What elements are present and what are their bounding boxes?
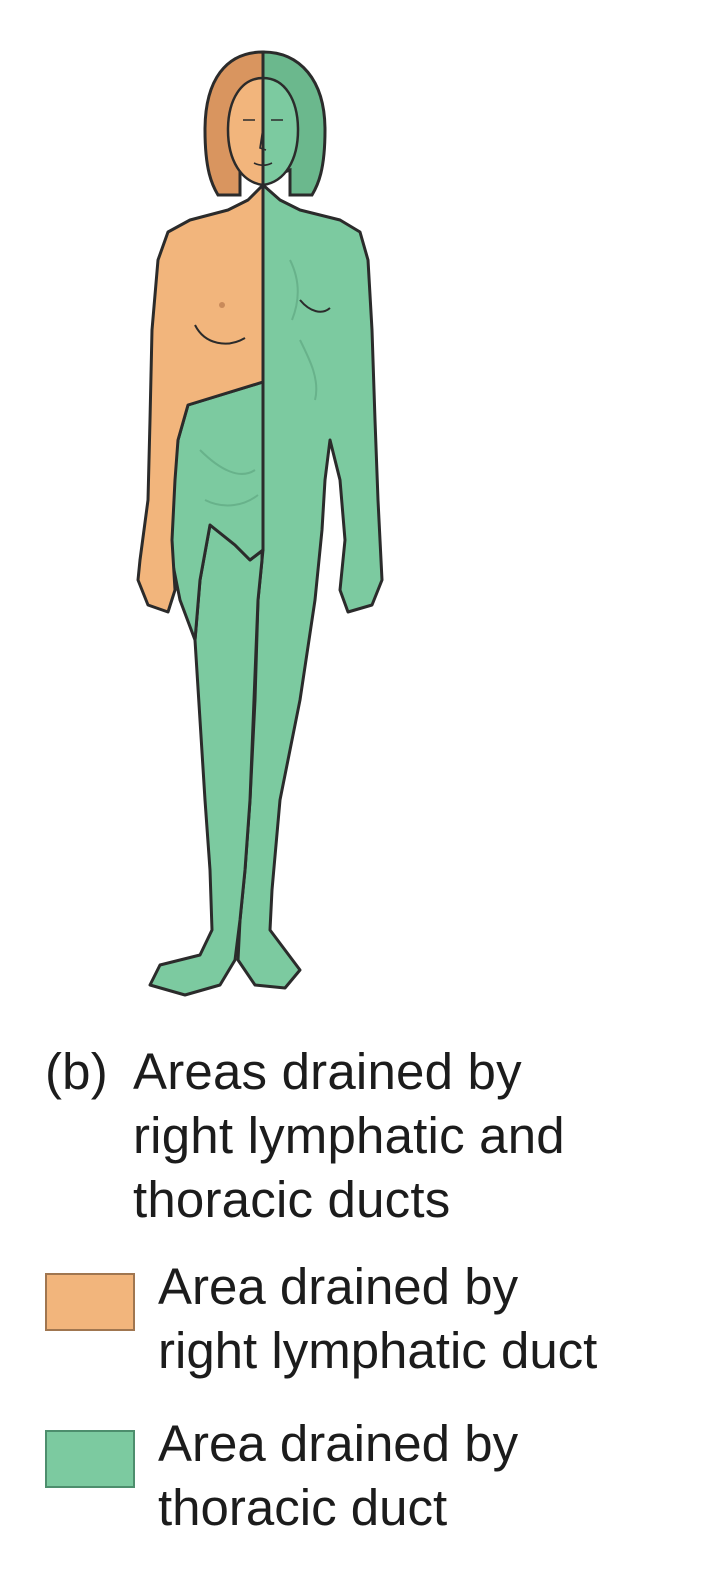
caption-line: Areas drained by (133, 1043, 522, 1100)
legend-label-right-lymphatic: Area drained by right lymphatic duct (158, 1255, 718, 1383)
figure-caption: Areas drained by right lymphatic and tho… (133, 1040, 713, 1232)
body-drainage-illustration (136, 50, 384, 997)
legend-swatch-thoracic (45, 1430, 135, 1488)
legend-line: Area drained by (158, 1415, 519, 1472)
thoracic-drainage-region (148, 50, 384, 997)
caption-line: right lymphatic and (133, 1107, 565, 1164)
right-lymphatic-drainage-region (136, 50, 265, 614)
legend-line: Area drained by (158, 1258, 519, 1315)
figure-label: (b) (45, 1043, 108, 1100)
legend-swatch-right-lymphatic (45, 1273, 135, 1331)
legend-label-thoracic: Area drained by thoracic duct (158, 1412, 718, 1540)
face-features (243, 119, 283, 167)
legend-line: thoracic duct (158, 1479, 448, 1536)
legend-line: right lymphatic duct (158, 1322, 598, 1379)
caption-line: thoracic ducts (133, 1171, 451, 1228)
